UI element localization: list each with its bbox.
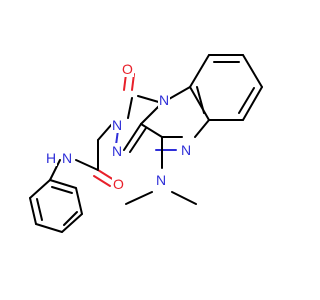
bond [29, 197, 37, 225]
bond [93, 175, 111, 187]
bond [171, 191, 197, 205]
bond [63, 211, 78, 226]
atom-label-n: N [112, 143, 122, 159]
bond [61, 213, 83, 233]
bond [242, 86, 263, 121]
bond [242, 54, 263, 88]
bond [189, 54, 210, 88]
atom-n-bridge: N [158, 92, 170, 108]
bond [35, 223, 63, 233]
bond [29, 179, 51, 199]
atom-labels: O N N N N N N H [45, 61, 192, 192]
bond [97, 123, 113, 141]
atom-n-amide: N [61, 150, 73, 166]
atom-label-h: H [46, 150, 56, 166]
bond [123, 123, 142, 151]
bond [97, 169, 115, 181]
phenyl-ring [29, 179, 83, 233]
bond [75, 187, 83, 215]
bond [125, 191, 153, 205]
atom-n-pyrazine: N [180, 142, 192, 158]
atom-h-amide: H [45, 150, 57, 166]
atom-label-o: O [122, 61, 133, 77]
atom-label-n: N [112, 117, 122, 133]
bond [36, 198, 43, 221]
atom-label-n: N [62, 150, 72, 166]
molecule-structure-diagram: O N N N N N N H [29, 54, 263, 233]
atom-o-carbonyl-ring: O [121, 61, 134, 77]
bond [75, 159, 99, 171]
bond [194, 119, 210, 138]
acetamide-linker [49, 123, 115, 187]
atom-label-o: O [113, 176, 124, 192]
atom-n-dimethylamino: N [155, 172, 167, 188]
bond [51, 186, 73, 194]
bond [196, 86, 205, 114]
bond [49, 159, 61, 181]
atom-label-n: N [156, 172, 166, 188]
bond [238, 87, 255, 114]
bond [140, 123, 163, 138]
atom-n-triazole-2: N [111, 117, 123, 133]
atom-label-n: N [181, 142, 191, 158]
atom-o-amide: O [112, 176, 125, 192]
bond [127, 97, 133, 119]
atom-label-n: N [159, 92, 169, 108]
atom-n-triazole-3: N [111, 143, 123, 159]
bond [49, 179, 77, 189]
bond [129, 127, 147, 153]
benzo-ring [189, 54, 263, 121]
bond [189, 86, 210, 121]
dimethylamino-group [125, 136, 197, 205]
